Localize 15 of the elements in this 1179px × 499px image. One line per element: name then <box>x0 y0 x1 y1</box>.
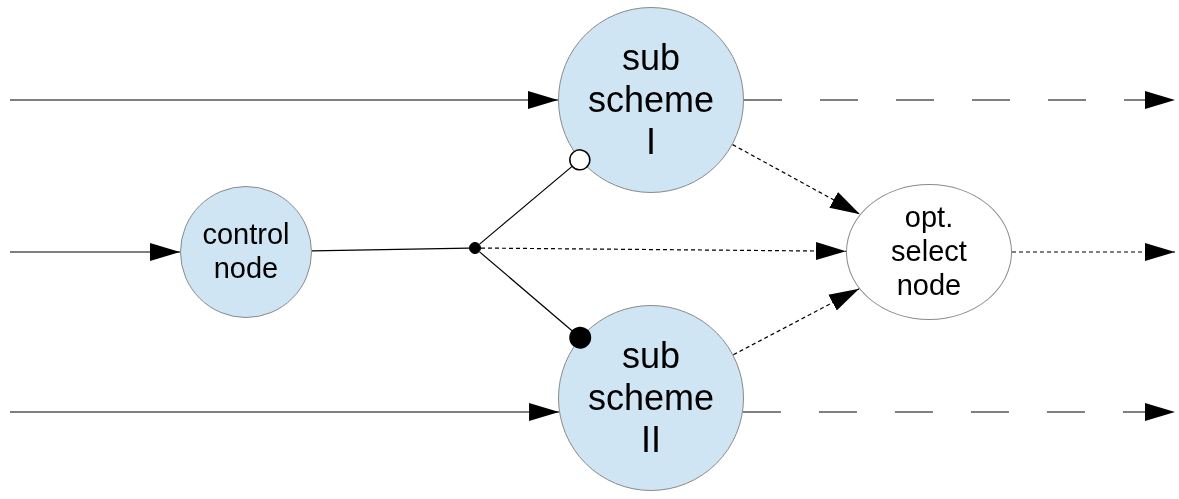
junction-dot <box>469 242 481 254</box>
node-label: opt. select node <box>890 201 968 303</box>
arrow <box>9 403 560 421</box>
node-label: control node <box>201 218 291 286</box>
node-label: sub scheme I <box>586 36 716 164</box>
arrow <box>480 242 847 260</box>
arrow <box>9 243 181 261</box>
arrow <box>1011 243 1176 261</box>
connector-line <box>311 247 470 252</box>
arrow <box>9 91 559 109</box>
arrow <box>732 288 860 356</box>
arrow <box>743 91 1176 109</box>
arrow <box>742 403 1176 421</box>
node-label: sub scheme II <box>586 334 716 462</box>
arrow <box>732 144 861 215</box>
